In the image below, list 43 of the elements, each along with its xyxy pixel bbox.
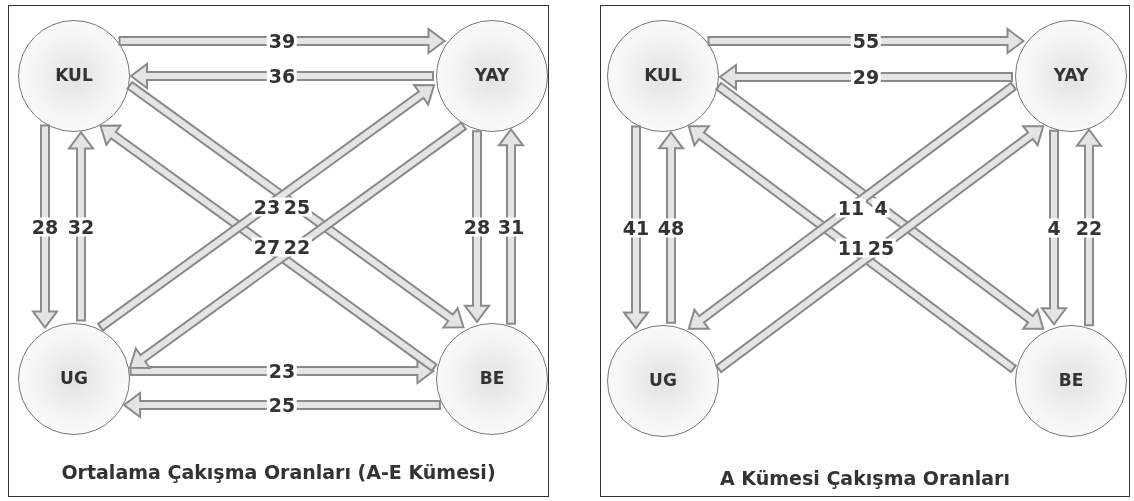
block-arrow — [1075, 128, 1103, 327]
edge-label: 25 — [281, 197, 313, 216]
edge-label: 11 — [835, 238, 867, 257]
block-arrow — [657, 130, 685, 324]
block-arrow — [714, 81, 1045, 330]
edge-label: 25 — [865, 238, 897, 257]
circle-label: BE — [479, 367, 505, 391]
edge-label: 25 — [266, 395, 298, 415]
block-arrow — [687, 81, 1018, 330]
edge-label: 27 — [251, 237, 283, 256]
circle-label: YAY — [474, 64, 510, 88]
block-arrow — [463, 130, 491, 324]
edge-label: 39 — [266, 31, 298, 51]
edge-label: 4 — [1045, 218, 1063, 237]
edge-label: 29 — [850, 67, 882, 87]
block-arrow — [714, 125, 1045, 374]
circle-label: KUL — [55, 64, 93, 88]
edge-label: 11 — [835, 198, 867, 217]
circle-label: UG — [60, 367, 88, 391]
panel-caption: Ortalama Çakışma Oranları (A-E Kümesi) — [61, 460, 496, 485]
block-arrow — [129, 62, 434, 90]
circle-label: YAY — [1053, 64, 1089, 88]
block-arrow — [707, 27, 1026, 55]
edge-label: 36 — [266, 66, 298, 86]
block-arrow — [1040, 129, 1068, 326]
circle-label: KUL — [644, 64, 682, 88]
block-arrow — [497, 127, 525, 325]
block-arrow — [622, 125, 650, 331]
edge-label: 23 — [251, 197, 283, 216]
block-arrow — [118, 27, 447, 55]
circle-label: BE — [1058, 369, 1084, 393]
block-arrow — [31, 124, 59, 330]
edge-label: 22 — [281, 237, 313, 256]
block-arrow — [718, 63, 1013, 91]
edge-label: 55 — [850, 31, 882, 51]
block-arrow — [128, 121, 468, 370]
edge-label: 23 — [266, 361, 298, 381]
circle-label: UG — [649, 369, 677, 393]
block-arrow — [122, 391, 441, 419]
edge-label: 4 — [872, 198, 890, 217]
block-arrow — [67, 130, 95, 322]
panel-caption: A Kümesi Çakışma Oranları — [720, 466, 1010, 491]
block-arrow — [96, 83, 436, 332]
